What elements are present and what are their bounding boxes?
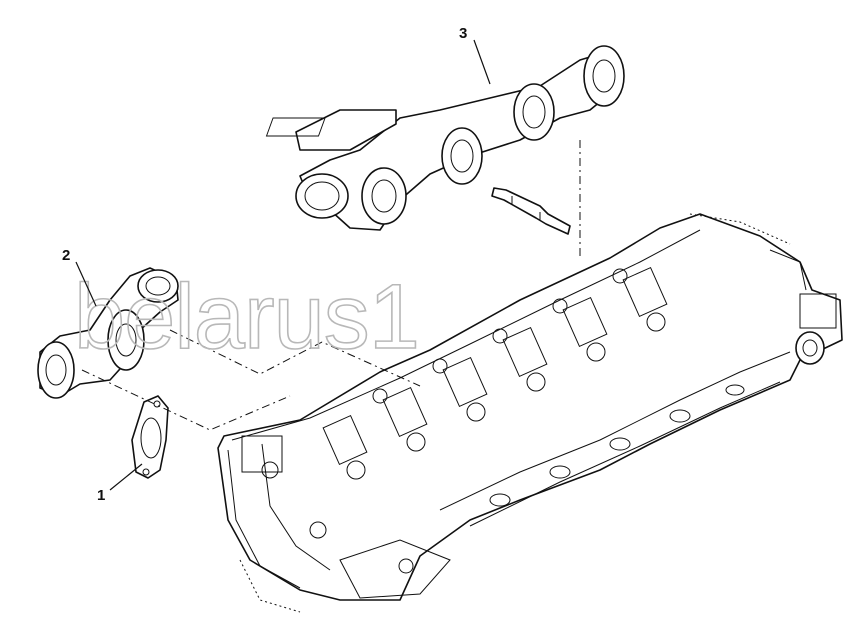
exhaust-manifold-front xyxy=(37,267,179,399)
callout-3: 3 xyxy=(459,25,467,42)
assembly-lines xyxy=(81,140,581,431)
callout-1: 1 xyxy=(97,487,105,504)
exhaust-manifold-rear xyxy=(265,45,625,231)
gasket-holes xyxy=(489,384,745,507)
valve-train xyxy=(322,266,668,480)
manifold-flanges xyxy=(361,45,625,225)
callout-2: 2 xyxy=(62,247,70,264)
exhaust-sensor xyxy=(491,187,571,235)
exhaust-gasket xyxy=(131,395,169,479)
callout-leaders xyxy=(75,39,491,491)
right-end-fittings xyxy=(769,249,837,365)
cylinder-head xyxy=(217,213,843,613)
watermark-text: belarus1 xyxy=(74,266,419,368)
